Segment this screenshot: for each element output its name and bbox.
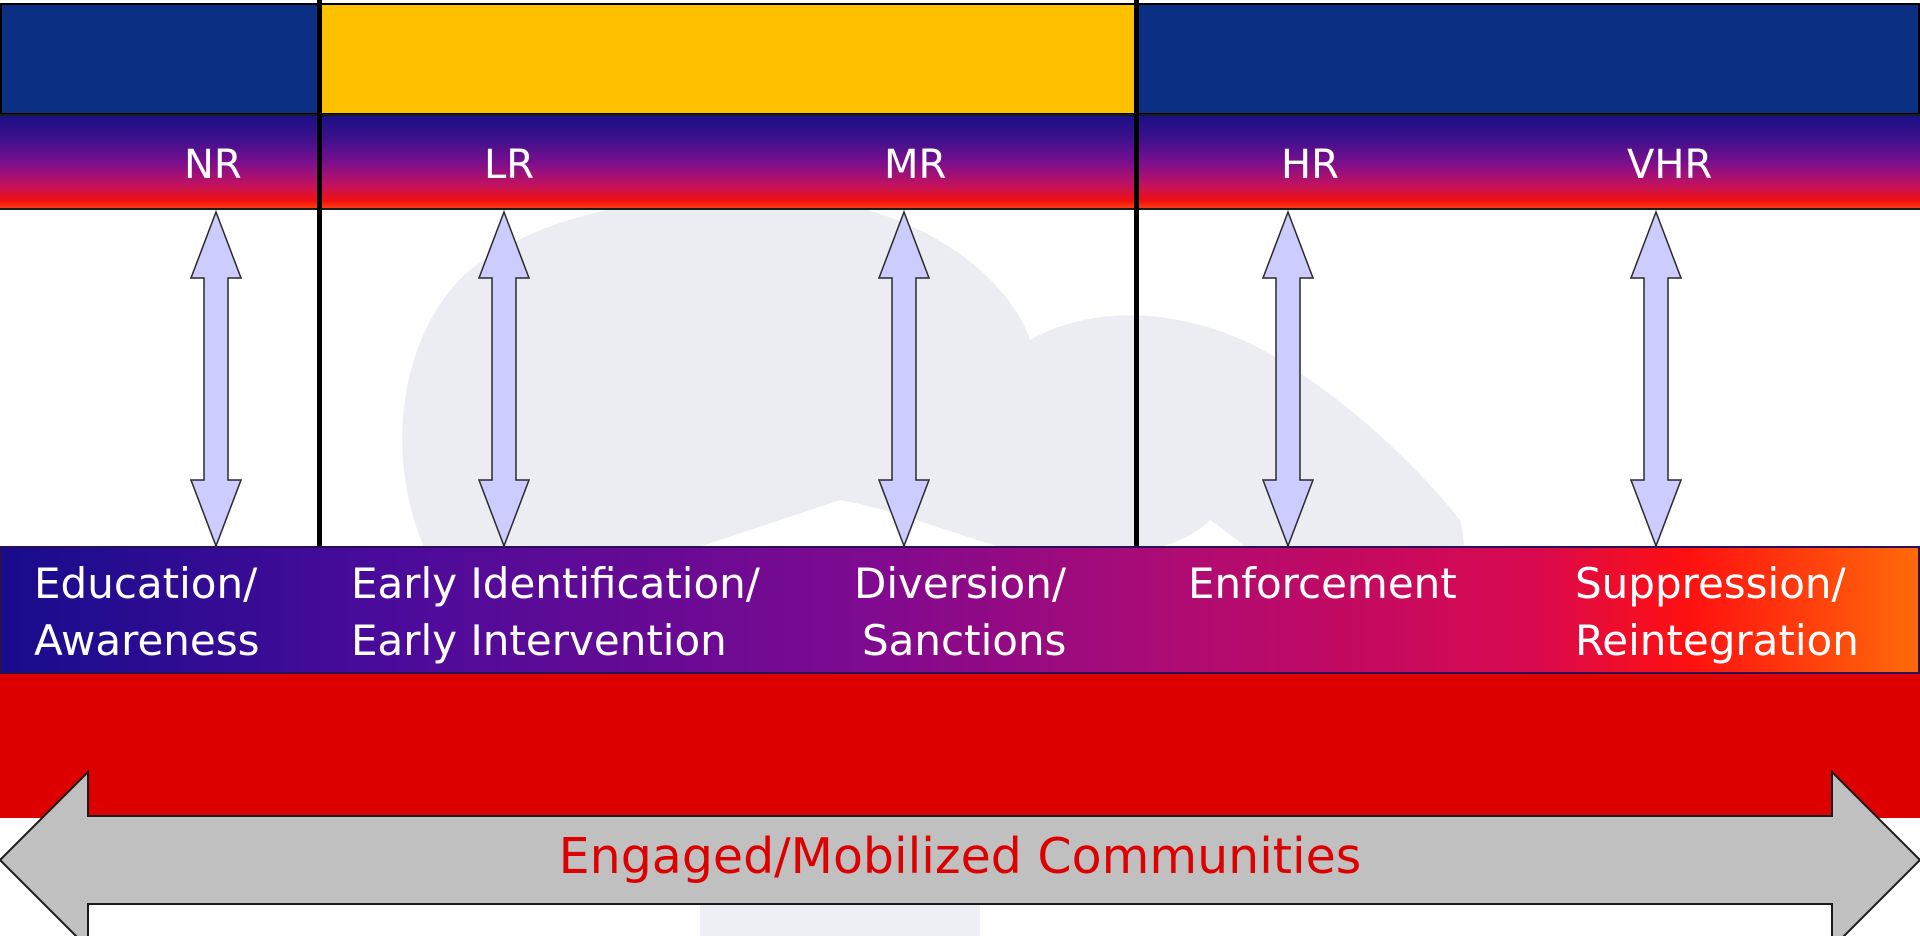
column-divider-1 bbox=[317, 0, 322, 676]
strategy-early-intervention: Early Identification/ Early Intervention bbox=[351, 555, 760, 669]
top-bar-left bbox=[0, 3, 322, 115]
community-label: Engaged/Mobilized Communities bbox=[558, 828, 1362, 885]
strategy-band bbox=[0, 546, 1920, 674]
strategy-line: Education/ bbox=[34, 559, 258, 608]
strategy-line: Reintegration bbox=[1575, 616, 1859, 665]
strategy-line: Suppression/ bbox=[1575, 559, 1846, 608]
risk-label-mr: MR bbox=[884, 142, 947, 188]
risk-band-left bbox=[0, 114, 319, 210]
strategy-line: Enforcement bbox=[1188, 559, 1457, 608]
strategy-line: Diversion/ bbox=[854, 559, 1066, 608]
strategy-line: Early Identification/ bbox=[351, 559, 760, 608]
top-bar-right bbox=[1136, 3, 1920, 115]
risk-label-nr: NR bbox=[184, 142, 242, 188]
risk-band-right bbox=[1139, 114, 1920, 210]
strategy-diversion-sanctions: Diversion/ Sanctions bbox=[854, 555, 1066, 669]
community-red-bar bbox=[0, 674, 1920, 818]
strategy-line: Early Intervention bbox=[351, 616, 727, 665]
strategy-line: Awareness bbox=[34, 616, 260, 665]
strategy-line: Sanctions bbox=[862, 616, 1067, 665]
risk-label-hr: HR bbox=[1281, 142, 1339, 188]
strategy-enforcement: Enforcement bbox=[1188, 555, 1457, 612]
column-divider-2 bbox=[1134, 0, 1139, 676]
left-right-arrow-icon bbox=[0, 769, 1920, 936]
strategy-education-awareness: Education/ Awareness bbox=[34, 555, 260, 669]
strategy-suppression-reintegration: Suppression/ Reintegration bbox=[1575, 555, 1859, 669]
risk-band-middle bbox=[322, 114, 1134, 210]
risk-label-lr: LR bbox=[484, 142, 535, 188]
risk-label-vhr: VHR bbox=[1627, 142, 1713, 188]
